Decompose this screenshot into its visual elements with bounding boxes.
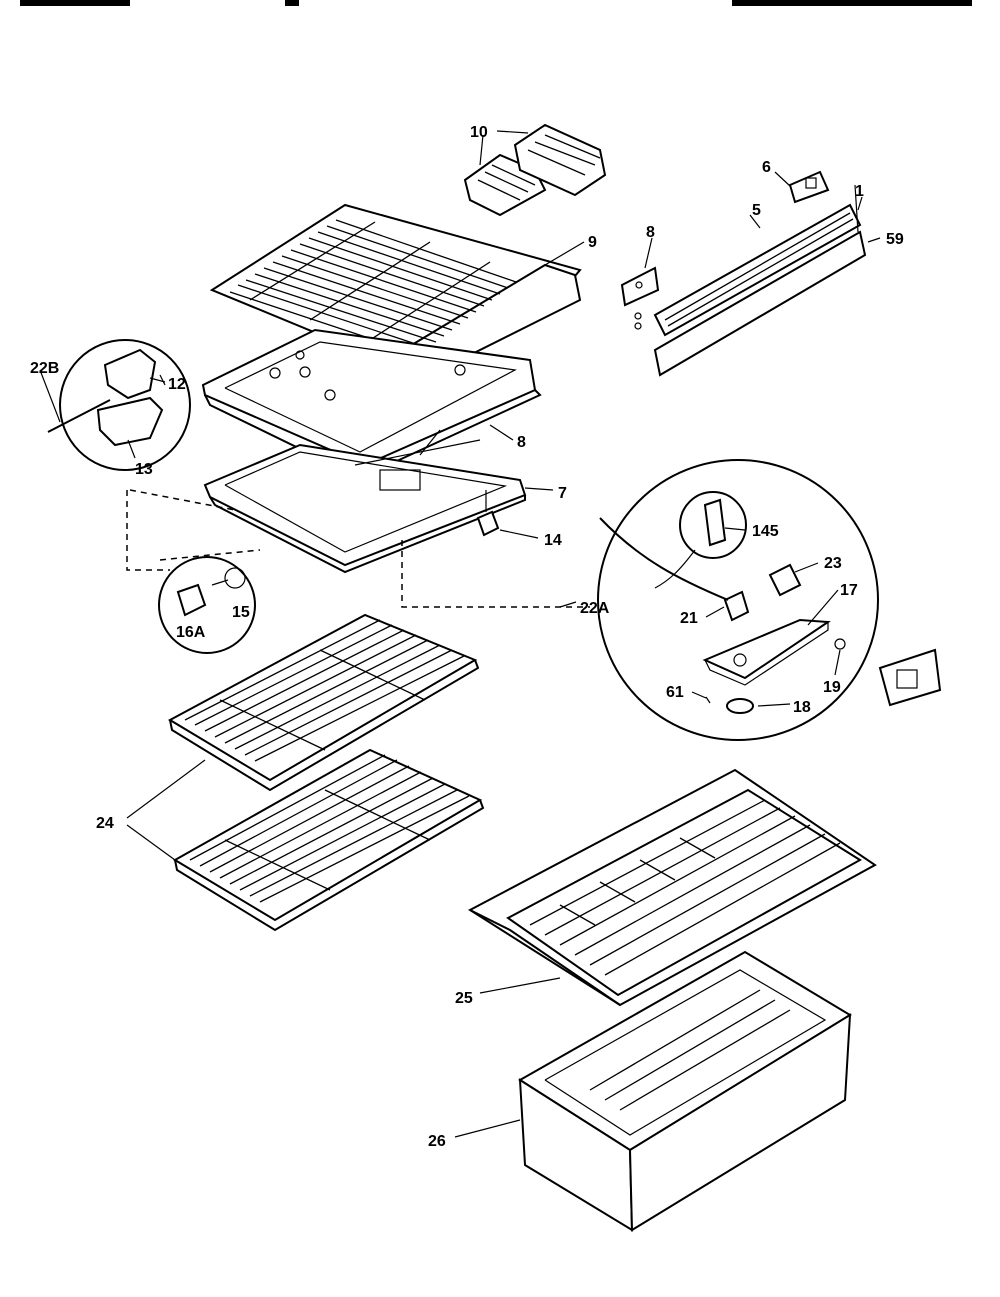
crisper-cover <box>468 768 877 1007</box>
crisper-drawer <box>518 950 852 1232</box>
label-24: 24 <box>96 815 114 832</box>
header-fragment-right <box>732 0 972 6</box>
clip-part <box>476 490 500 537</box>
label-21: 21 <box>680 610 698 627</box>
label-18: 18 <box>793 699 811 716</box>
detail-circle-left <box>47 339 191 471</box>
shelf-frame <box>203 429 527 574</box>
label-13: 13 <box>135 461 153 478</box>
label-6b: 8 <box>646 224 655 241</box>
label-145: 145 <box>752 523 779 540</box>
wire-shelves <box>167 613 485 932</box>
label-7: 7 <box>558 485 567 502</box>
label-17: 17 <box>840 582 858 599</box>
label-12: 12 <box>168 376 186 393</box>
header-fragment-left <box>20 0 130 6</box>
label-5: 5 <box>752 202 761 219</box>
dashed-connectors <box>126 489 590 608</box>
label-61: 61 <box>666 684 684 701</box>
label-8: 8 <box>517 434 526 451</box>
label-10: 10 <box>470 124 488 141</box>
label-6a: 6 <box>762 159 771 176</box>
label-15: 15 <box>232 604 250 621</box>
trim-strips <box>620 170 867 377</box>
label-16a: 16A <box>176 624 206 641</box>
label-22b: 22B <box>30 360 59 377</box>
label-9: 9 <box>588 234 597 251</box>
header-fragment-mid <box>285 0 299 6</box>
leader-lines <box>39 130 881 1138</box>
label-59: 59 <box>886 231 904 248</box>
ice-trays <box>463 123 607 217</box>
label-25: 25 <box>455 990 473 1007</box>
label-1: 1 <box>855 183 864 200</box>
label-23: 23 <box>824 555 842 572</box>
label-22a: 22A <box>580 600 610 617</box>
label-26: 26 <box>428 1133 446 1150</box>
callout-labels: 10 9 6 5 1 59 8 22B 12 13 8 7 14 145 23 … <box>30 124 904 1150</box>
detail-circle-small <box>158 556 256 654</box>
label-14: 14 <box>544 532 562 549</box>
freezer-tray <box>201 328 542 480</box>
detail-circle-right <box>597 459 942 741</box>
label-19: 19 <box>823 679 841 696</box>
